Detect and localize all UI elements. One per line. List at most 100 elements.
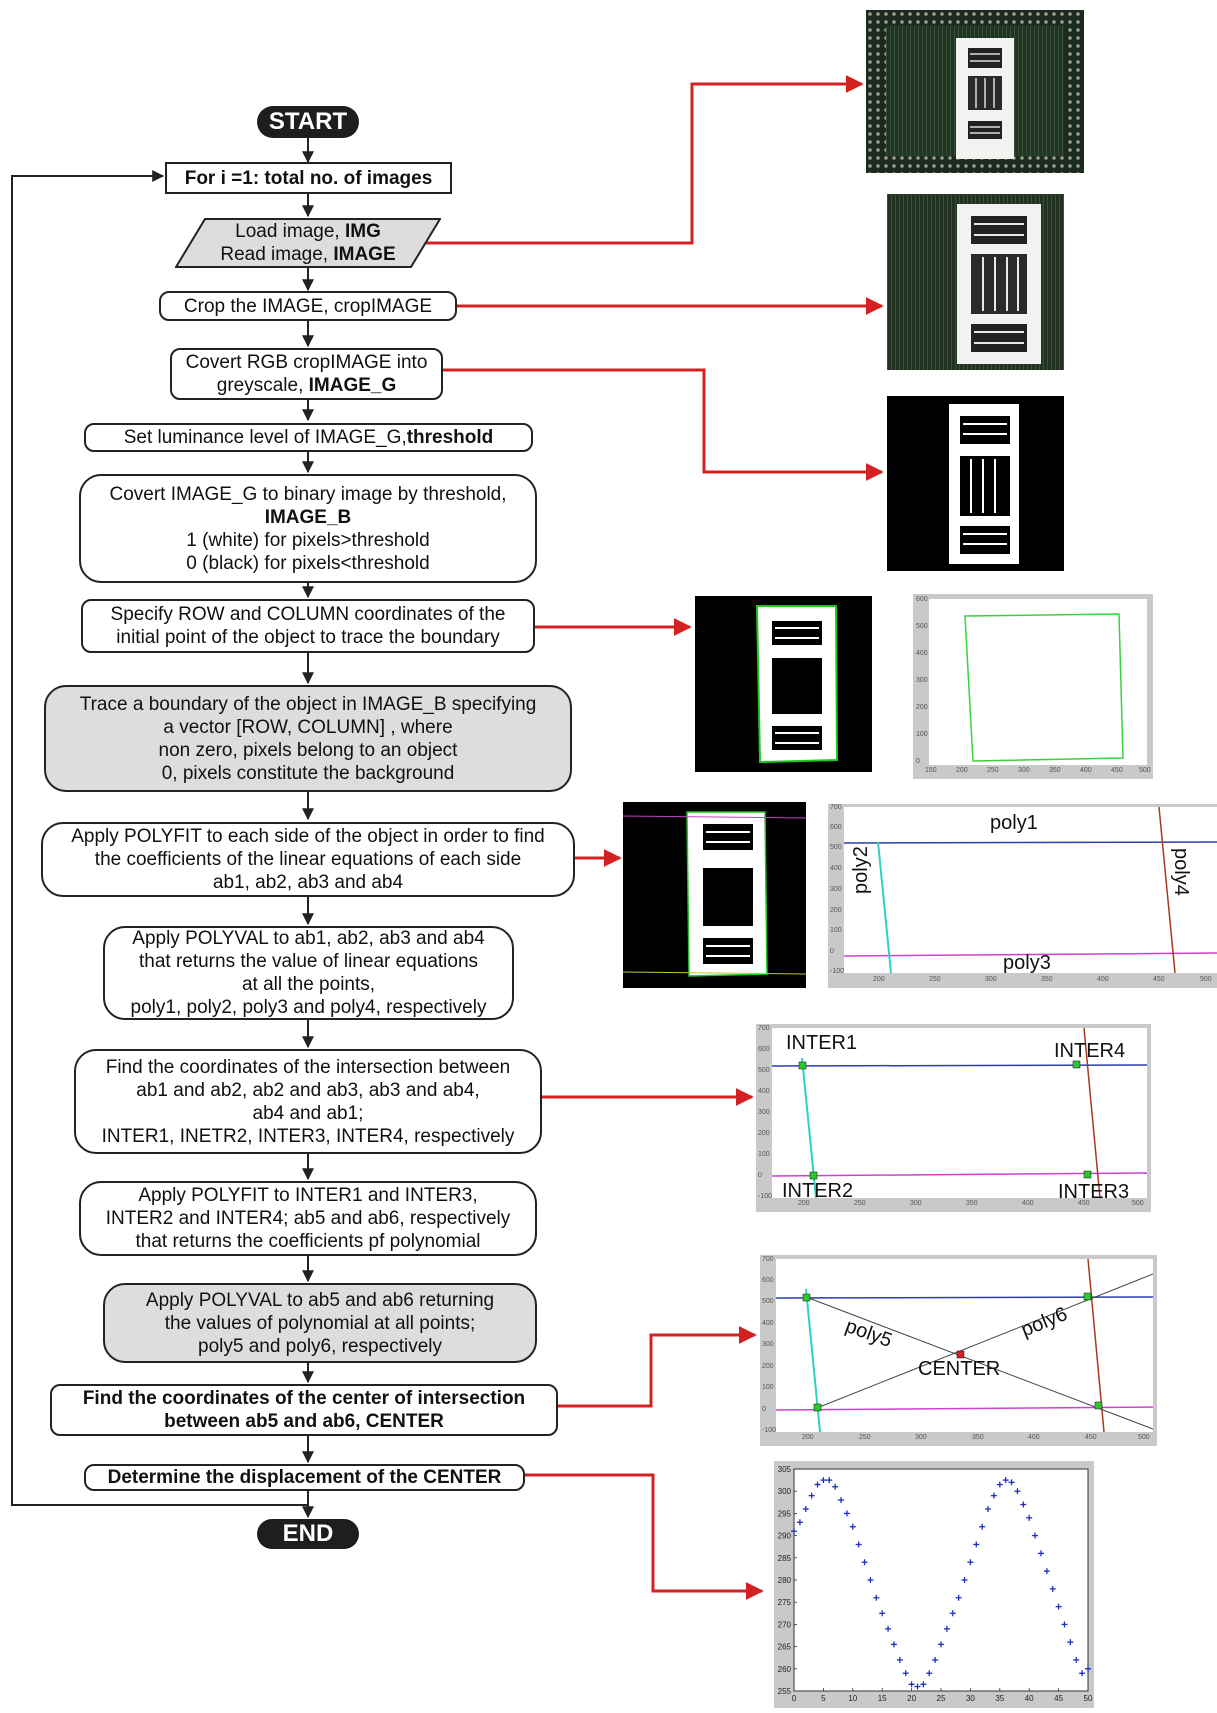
inter-ytick: 200: [758, 1130, 770, 1137]
lines-xtick: 300: [985, 976, 997, 983]
inter-ytick: 300: [758, 1109, 770, 1116]
boundary-ytick: 0: [916, 758, 920, 765]
polyfit-image: [623, 802, 806, 988]
poly3-label: poly3: [1003, 952, 1051, 975]
y-tick-label: 270: [778, 1620, 792, 1629]
boundary-plot-area: [929, 599, 1147, 765]
poly2-label: poly2: [850, 846, 873, 894]
displacement-box: Determine the displacement of the CENTER: [84, 1464, 525, 1491]
greyscale-line1: Covert RGB cropIMAGE into: [186, 351, 428, 374]
specify-label: Specify ROW and COLUMN coordinates of th…: [111, 603, 506, 649]
lines-xtick: 400: [1097, 976, 1109, 983]
lines-ytick: 300: [830, 886, 842, 893]
x-tick-label: 5: [821, 1694, 826, 1703]
original-photo: [866, 10, 1084, 173]
binary-var: IMAGE_B: [265, 506, 352, 529]
lines-ytick: 600: [830, 824, 842, 831]
lines-ytick: 700: [830, 804, 842, 811]
center-ytick: 0: [762, 1406, 766, 1413]
center-xtick: 250: [859, 1434, 871, 1441]
lines-xtick: 500: [1200, 976, 1212, 983]
greyscale-box: Covert RGB cropIMAGE into greyscale, IMA…: [170, 348, 443, 400]
boundary-ytick: 300: [916, 677, 928, 684]
poly4-label: poly4: [1169, 848, 1192, 896]
binary-box: Covert IMAGE_G to binary image by thresh…: [79, 474, 537, 583]
boundary-xtick: 200: [956, 767, 968, 774]
cropped-photo-image: [887, 194, 1064, 370]
inter3-label: INTER3: [1058, 1181, 1129, 1204]
loop-box: For i =1: total no. of images: [165, 162, 452, 194]
center-xtick: 400: [1028, 1434, 1040, 1441]
center-xtick: 500: [1138, 1434, 1150, 1441]
center-box: Find the coordinates of the center of in…: [50, 1384, 558, 1436]
displacement-label: Determine the displacement of the CENTER: [108, 1466, 502, 1489]
y-tick-label: 305: [778, 1465, 792, 1474]
center-xtick: 300: [915, 1434, 927, 1441]
center-label: Find the coordinates of the center of in…: [83, 1387, 525, 1433]
boundary-xtick: 250: [987, 767, 999, 774]
inter-ytick: 600: [758, 1046, 770, 1053]
end-terminal: END: [257, 1519, 359, 1549]
intersection-plot: INTER1 INTER2 INTER3 INTER4 700 600 500 …: [756, 1024, 1151, 1212]
polyval-label: Apply POLYVAL to ab1, ab2, ab3 and ab4 t…: [131, 927, 487, 1019]
x-tick-label: 35: [995, 1694, 1004, 1703]
poly1-label: poly1: [990, 812, 1038, 835]
boundary-xtick: 500: [1139, 767, 1151, 774]
y-tick-label: 285: [778, 1554, 792, 1563]
intersection-box: Find the coordinates of the intersection…: [74, 1049, 542, 1154]
inter-xtick: 250: [854, 1200, 866, 1207]
y-tick-label: 300: [778, 1487, 792, 1496]
polyval2-label: Apply POLYVAL to ab5 and ab6 returning t…: [146, 1289, 494, 1358]
polyfit-photo: [623, 802, 806, 988]
inter4-label: INTER4: [1054, 1040, 1125, 1063]
inter-ytick: 100: [758, 1151, 770, 1158]
polyval2-box: Apply POLYVAL to ab5 and ab6 returning t…: [103, 1283, 537, 1363]
y-tick-label: 265: [778, 1643, 792, 1652]
polyfit-label: Apply POLYFIT to each side of the object…: [71, 825, 545, 894]
inter-ytick: -100: [758, 1193, 772, 1200]
x-tick-label: 0: [792, 1694, 797, 1703]
load-image-box: Load image, IMG Read image, IMAGE: [175, 218, 441, 268]
x-tick-label: 50: [1084, 1694, 1093, 1703]
x-tick-label: 40: [1025, 1694, 1034, 1703]
boundary-xtick: 400: [1080, 767, 1092, 774]
load-label: Load image,: [235, 221, 345, 242]
inter-xtick: 450: [1078, 1200, 1090, 1207]
binary-line1: Covert IMAGE_G to binary image by thresh…: [109, 483, 506, 506]
binary-image: [887, 396, 1064, 571]
load-var: IMG: [345, 221, 381, 242]
y-tick-label: 275: [778, 1598, 792, 1607]
center-ytick: 600: [762, 1277, 774, 1284]
trace-box: Trace a boundary of the object in IMAGE_…: [44, 685, 572, 792]
lines-xtick: 250: [929, 976, 941, 983]
y-tick-label: 280: [778, 1576, 792, 1585]
center-ytick: 700: [762, 1256, 774, 1263]
inter-xtick: 300: [910, 1200, 922, 1207]
trace-label: Trace a boundary of the object in IMAGE_…: [80, 693, 537, 785]
luminance-box: Set luminance level of IMAGE_G, threshol…: [84, 423, 533, 452]
read-var: IMAGE: [333, 244, 395, 265]
polyfit2-label: Apply POLYFIT to INTER1 and INTER3, INTE…: [106, 1184, 510, 1253]
boundary-xtick: 350: [1049, 767, 1061, 774]
greyscale-var: IMAGE_G: [309, 375, 397, 396]
greyscale-line2: greyscale,: [217, 375, 309, 396]
boundary-ytick: 100: [916, 731, 928, 738]
lines-ytick: 200: [830, 907, 842, 914]
pcb-photo-image: [866, 10, 1084, 173]
center-xtick: 200: [802, 1434, 814, 1441]
polyfit-box: Apply POLYFIT to each side of the object…: [41, 822, 575, 897]
lines-xtick: 200: [873, 976, 885, 983]
loop-label: For i =1: total no. of images: [185, 167, 433, 190]
read-label: Read image,: [220, 244, 333, 265]
center-point-label: CENTER: [918, 1358, 1000, 1381]
center-plot: poly5 poly6 CENTER 700 600 500 400 300 2…: [760, 1255, 1157, 1446]
inter-xtick: 200: [798, 1200, 810, 1207]
inter-ytick: 0: [758, 1172, 762, 1179]
lines-ytick: 0: [830, 948, 834, 955]
y-tick-label: 255: [778, 1687, 792, 1696]
x-tick-label: 15: [878, 1694, 887, 1703]
y-tick-label: 295: [778, 1509, 792, 1518]
boundary-xtick: 150: [925, 767, 937, 774]
y-tick-label: 260: [778, 1665, 792, 1674]
